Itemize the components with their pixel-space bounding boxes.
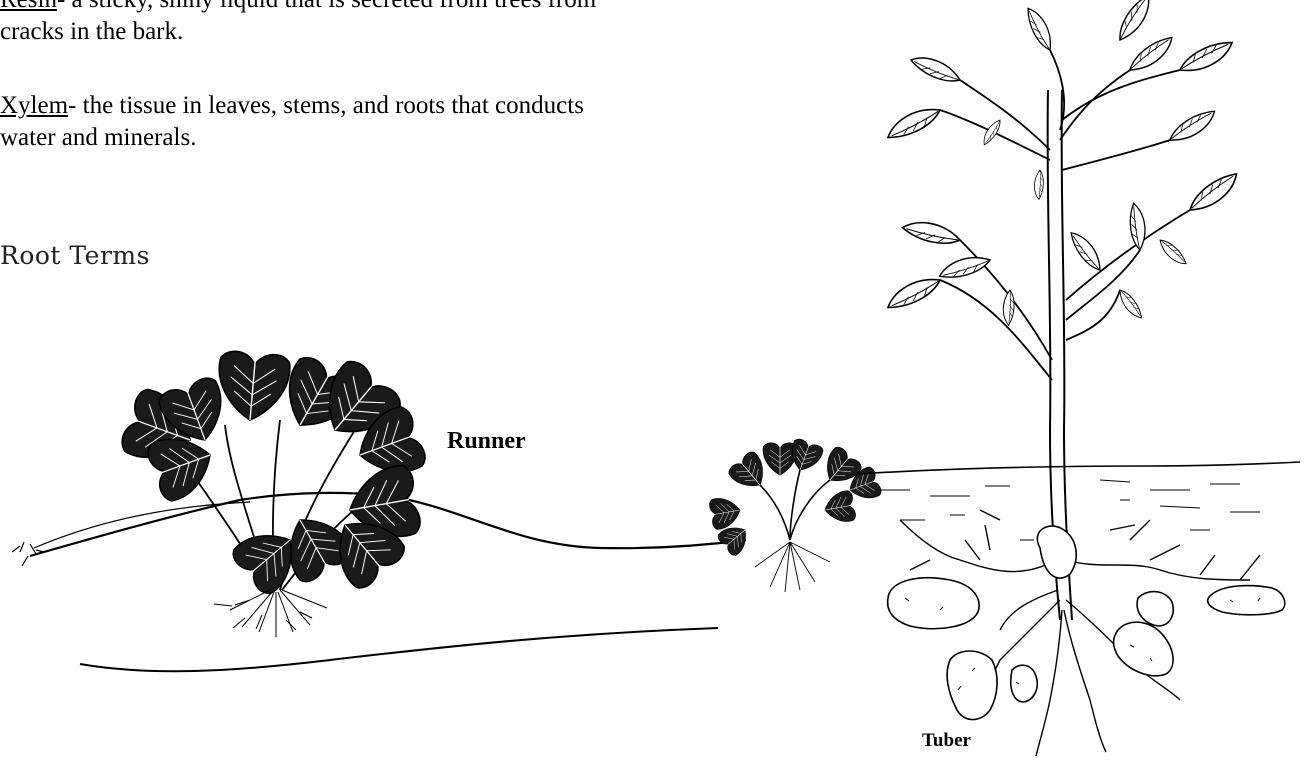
potato-tuber-illustration <box>858 0 1300 756</box>
label-runner: Runner <box>447 428 526 455</box>
label-tuber: Tuber <box>922 730 971 752</box>
strawberry-runner-illustration <box>12 350 883 671</box>
